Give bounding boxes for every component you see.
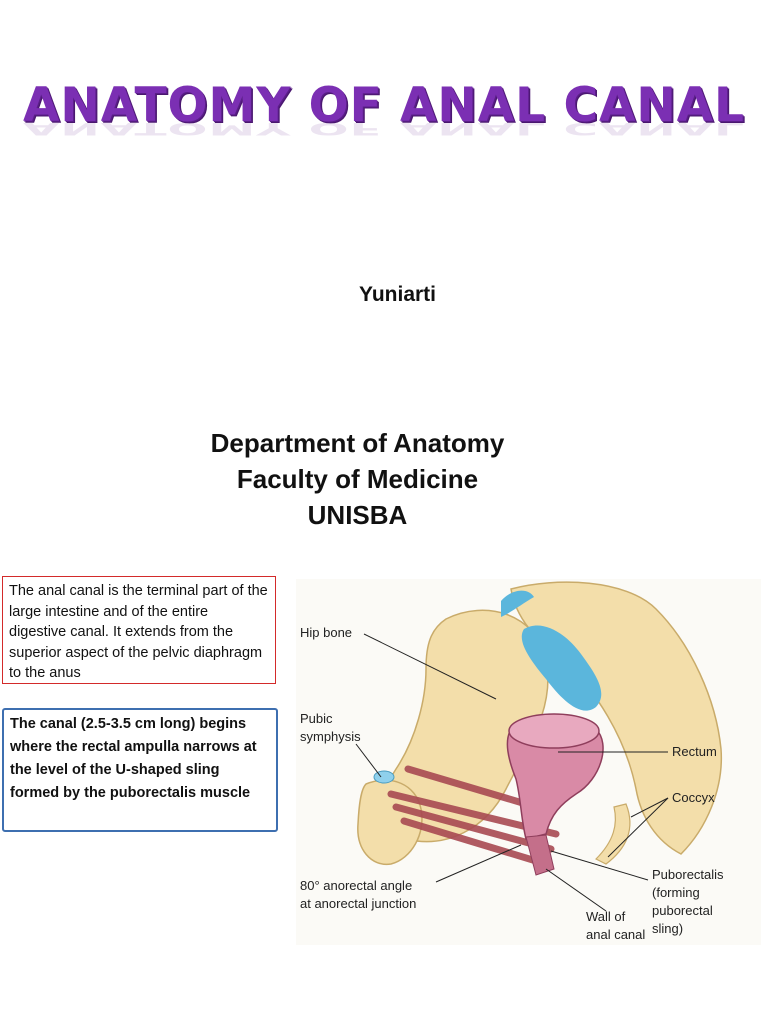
rectum-opening [509, 714, 599, 748]
label-hip-bone: Hip bone [300, 625, 352, 640]
faculty-line: Faculty of Medicine [190, 461, 525, 497]
department-line: Department of Anatomy [190, 425, 525, 461]
label-anal-canal: anal canal [586, 927, 645, 942]
anal-canal-illustration: Hip bone Pubic symphysis Rectum Coccyx P… [296, 579, 761, 945]
label-rectum: Rectum [672, 744, 717, 759]
label-wall-of: Wall of [586, 909, 626, 924]
department-block: Department of Anatomy Faculty of Medicin… [190, 425, 525, 533]
label-anorectal-junction: at anorectal junction [300, 896, 416, 911]
label-puborectalis-3: puborectal [652, 903, 713, 918]
university-line: UNISBA [190, 497, 525, 533]
label-coccyx: Coccyx [672, 790, 715, 805]
canal-description-box: The canal (2.5-3.5 cm long) begins where… [2, 708, 278, 832]
slide-title-reflection: ANATOMY OF ANAL CANAL [0, 119, 768, 138]
definition-box: The anal canal is the terminal part of t… [2, 576, 276, 684]
label-symphysis: symphysis [300, 729, 361, 744]
label-puborectalis: Puborectalis [652, 867, 724, 882]
label-anorectal-angle: 80° anorectal angle [300, 878, 412, 893]
author-name: Yuniarti [0, 283, 768, 307]
pubic-symphysis-cartilage [374, 771, 394, 783]
label-pubic: Pubic [300, 711, 333, 726]
label-puborectalis-2: (forming [652, 885, 700, 900]
label-puborectalis-4: sling) [652, 921, 683, 936]
